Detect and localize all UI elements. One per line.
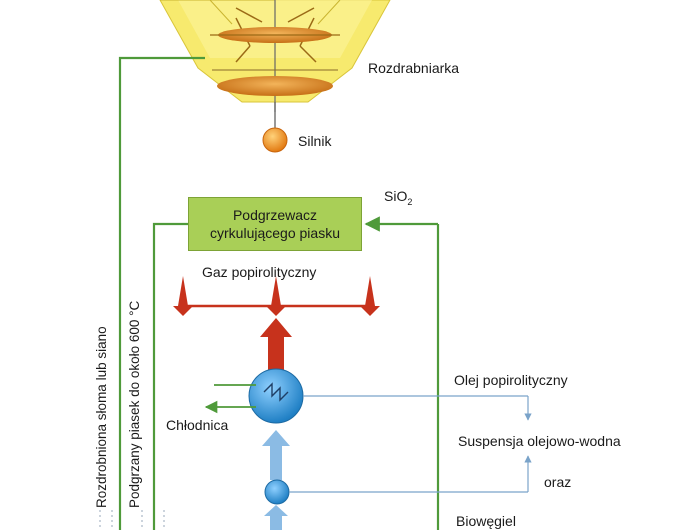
heater-label-line1: Podgrzewacz (232, 207, 318, 223)
vapour-arrows (262, 430, 290, 530)
motor-label: Silnik (298, 133, 332, 149)
gas-up-arrow (260, 318, 292, 370)
biochar-label: Biowęgiel (456, 513, 516, 529)
silica-label: SiO2 (384, 188, 413, 207)
suspension-label: Suspensja olejowo-wodna (458, 433, 621, 449)
motor (262, 102, 288, 153)
sand-heater-box: Podgrzewacz cyrkulującego piasku (188, 197, 362, 251)
oil-lines (289, 395, 532, 493)
straw-feed-line (118, 56, 205, 530)
shredder-label: Rozdrabniarka (368, 60, 460, 76)
bottom-dashes (99, 510, 165, 530)
shredder-disc-upper (210, 17, 340, 63)
heater-label-line2: cyrkulującego piasku (210, 225, 340, 241)
sand-feed-label: Podgrzany piasek do około 600 °C (127, 300, 142, 508)
pyro-oil-label: Olej popirolityczny (454, 372, 568, 388)
shredder-disc-lower (212, 69, 338, 96)
cooler (204, 368, 304, 424)
separator (264, 479, 290, 505)
silica-return-line (364, 216, 440, 530)
cooler-label: Chłodnica (166, 417, 229, 433)
sand-feed-line (152, 222, 188, 530)
straw-feed-label: Rozdrobniona słoma lub siano (94, 326, 109, 508)
gas-distribution (173, 276, 380, 316)
and-label: oraz (544, 474, 572, 490)
gas-label: Gaz popirolityczny (202, 264, 317, 280)
